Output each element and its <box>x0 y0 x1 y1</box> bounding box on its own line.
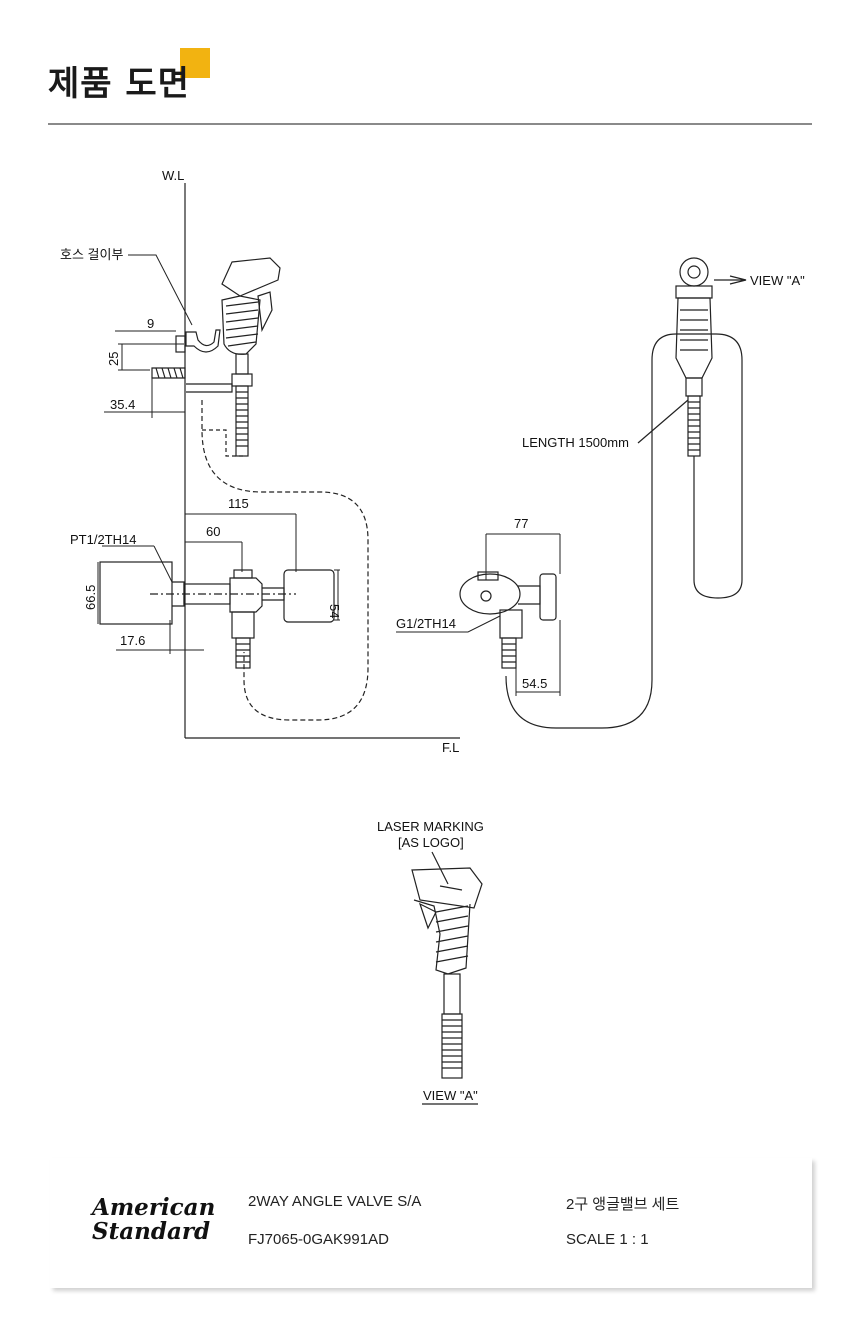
dim-115: 115 <box>228 496 249 511</box>
hose-loop-right <box>505 333 743 729</box>
angle-valve-left <box>99 561 335 669</box>
dimensions-left <box>97 254 340 654</box>
laser-marking-label: LASER MARKING <box>377 819 484 834</box>
pt-thread-label: PT1/2TH14 <box>70 532 136 547</box>
scale-label: SCALE 1 : 1 <box>566 1231 649 1248</box>
fl-label: F.L <box>442 740 459 755</box>
hose-loop-left <box>201 400 369 721</box>
technical-drawing: W.L F.L 호스 걸이부 9 25 35.4 115 60 PT1/2TH1… <box>60 168 805 1105</box>
hand-shower-right <box>675 257 747 457</box>
wall-anchor <box>151 367 186 379</box>
title-block: American Standard 2WAY ANGLE VALVE S/A 2… <box>50 1158 812 1288</box>
hand-shower-view-a <box>411 851 483 1105</box>
view-a-caption: VIEW "A" <box>423 1088 478 1103</box>
dim-54-5: 54.5 <box>522 676 547 691</box>
american-standard-logo: American Standard <box>92 1196 215 1244</box>
dim-66-5: 66.5 <box>83 585 98 610</box>
brand-line-1: American <box>92 1194 216 1221</box>
product-name-ko: 2구 앵글밸브 세트 <box>566 1196 680 1213</box>
model-number: FJ7065-0GAK991AD <box>248 1231 389 1248</box>
title-divider <box>48 123 812 125</box>
dim-77: 77 <box>514 516 528 531</box>
wl-label: W.L <box>162 168 184 183</box>
dim-35-4: 35.4 <box>110 397 135 412</box>
dim-25: 25 <box>106 352 121 366</box>
dim-60: 60 <box>206 524 220 539</box>
angle-valve-right <box>459 571 557 669</box>
as-logo-label: [AS LOGO] <box>398 835 464 850</box>
brand-line-2: Standard <box>92 1218 211 1245</box>
g-thread-label: G1/2TH14 <box>396 616 456 631</box>
view-a-pointer-label: VIEW "A" <box>750 273 805 288</box>
title-accent-square <box>180 48 210 78</box>
dim-9: 9 <box>147 316 154 331</box>
product-name-en: 2WAY ANGLE VALVE S/A <box>248 1193 422 1210</box>
dimensions-right <box>396 533 561 696</box>
length-label: LENGTH 1500mm <box>522 435 629 450</box>
dim-17-6: 17.6 <box>120 633 145 648</box>
hand-shower-left <box>221 257 281 457</box>
dim-54: 54 <box>327 604 342 618</box>
page-title: 제품 도면 <box>48 64 190 104</box>
hose-hook-label: 호스 걸이부 <box>60 247 123 262</box>
